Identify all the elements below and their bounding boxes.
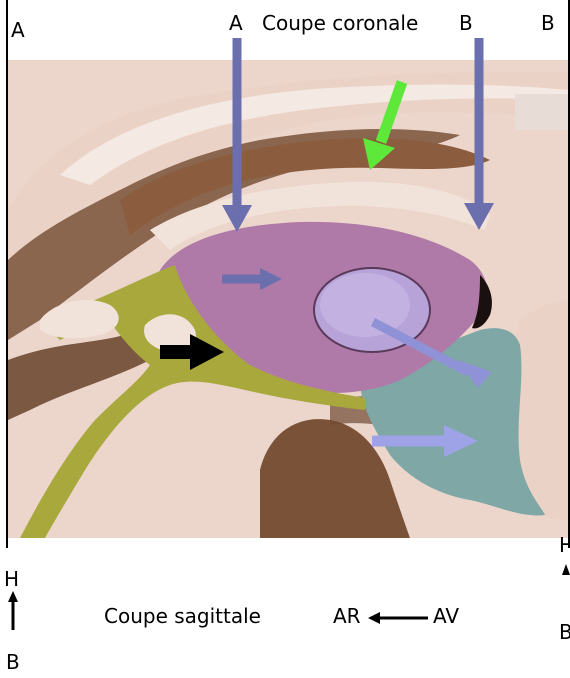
right-edge-orientation-arrow xyxy=(562,564,570,575)
coronal-marker-b: B xyxy=(459,13,473,33)
orientation-bottom-label: B xyxy=(6,652,20,672)
page-title: Coupe coronale xyxy=(262,13,418,33)
orientation-right-label: AV xyxy=(433,606,459,626)
corner-label-right: B xyxy=(541,13,555,33)
right-edge-top-label: H xyxy=(559,535,570,555)
sagittal-caption: Coupe sagittale xyxy=(104,606,261,626)
orientation-top-label: H xyxy=(4,569,19,589)
coronal-marker-a: A xyxy=(229,13,243,33)
stamp-smudge xyxy=(515,94,568,130)
vertical-orientation-arrow xyxy=(8,591,18,630)
corner-label-left: A xyxy=(11,20,25,40)
thalamus-inner xyxy=(320,273,410,337)
horizontal-orientation-arrow xyxy=(368,612,428,624)
right-edge-bottom-label: B xyxy=(559,622,570,642)
orientation-left-label: AR xyxy=(333,606,361,626)
